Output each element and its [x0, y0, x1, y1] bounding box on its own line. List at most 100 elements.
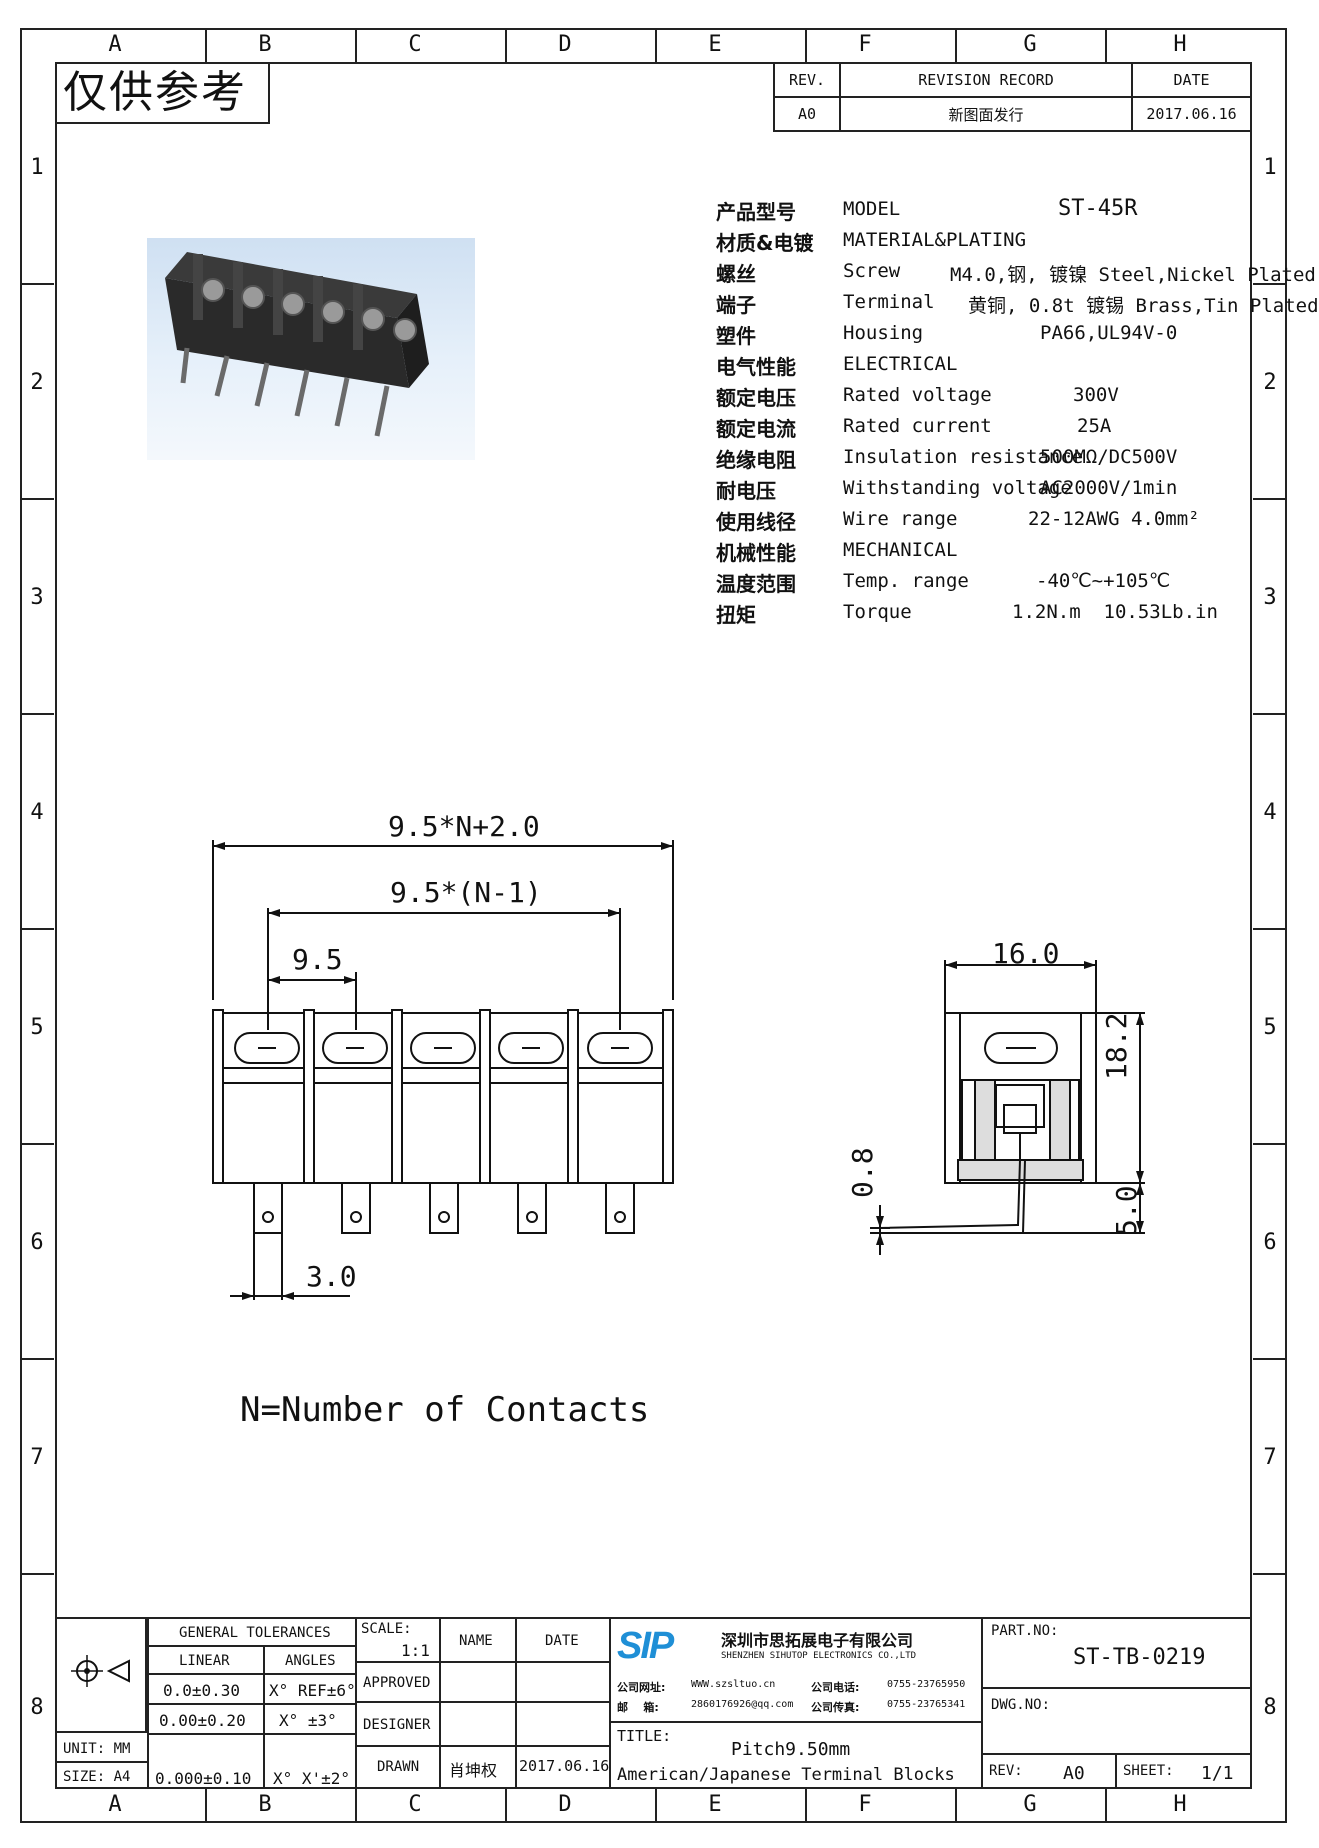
scale-value: 1:1	[401, 1641, 430, 1660]
spec-torque-value: 1.2N.m 10.53Lb.in	[1012, 601, 1218, 623]
zone-letter: C	[408, 1792, 422, 1817]
zone-letter: D	[558, 32, 572, 57]
company-name-en: SHENZHEN SIHUTOP ELECTRONICS CO.,LTD	[721, 1651, 917, 1661]
date-header: DATE	[1131, 62, 1252, 98]
spec-rated-current-cn: 额定电流	[716, 417, 796, 441]
spec-rated-current-value: 25A	[1077, 415, 1112, 437]
zone-tick	[1253, 1143, 1287, 1145]
spec-electrical-en: ELECTRICAL	[843, 353, 958, 375]
spec-withstanding-cn: 耐电压	[716, 479, 776, 503]
phone-value: 0755-23765950	[887, 1679, 966, 1690]
spec-withstanding-en: Withstanding voltage	[843, 477, 1072, 499]
approved-label: APPROVED	[363, 1675, 431, 1691]
tol-angle-3: X° X'±2°	[273, 1769, 351, 1788]
dim-height: 18.2	[1100, 1012, 1133, 1080]
drawn-name: 肖坤权	[449, 1761, 498, 1780]
zone-number: 8	[1263, 1695, 1277, 1720]
part-no-label: PART.NO:	[991, 1623, 1059, 1639]
drawn-name-cell: 肖坤权	[439, 1745, 517, 1789]
zone-tick	[955, 1789, 957, 1823]
dim-pin-thickness: 0.8	[846, 1147, 879, 1198]
zone-tick	[505, 1789, 507, 1823]
designer-name-cell	[439, 1701, 517, 1747]
zone-tick	[1253, 1358, 1287, 1360]
spec-terminal-value: 黄铜, 0.8t 镀锡 Brass,Tin Plated	[968, 295, 1319, 317]
email-value: 2860176926@qq.com	[691, 1699, 794, 1710]
scale-label: SCALE:	[361, 1621, 412, 1637]
zone-tick	[205, 1789, 207, 1823]
name-label: NAME	[459, 1633, 493, 1649]
projection-cell	[55, 1617, 147, 1733]
tol-linear-3: 0.000±0.10	[155, 1769, 252, 1788]
tol-linear-cell: 0.000±0.10	[147, 1733, 265, 1789]
size-label: SIZE: A4	[63, 1769, 131, 1785]
zone-tick	[1253, 1573, 1287, 1575]
tol-angle-1: X° REF±6°	[269, 1681, 356, 1700]
part-no-cell: PART.NO: ST-TB-0219	[981, 1617, 1252, 1689]
terminal-block-photo-svg	[165, 252, 429, 437]
phone-label: 公司电话:	[811, 1681, 860, 1694]
drawn-date-cell: 2017.06.16	[515, 1745, 611, 1789]
zone-letter: G	[1023, 32, 1037, 57]
rev-cell: REV: A0	[981, 1753, 1117, 1789]
spec-screw-cn: 螺丝	[716, 262, 756, 286]
spec-mechanical-cn: 机械性能	[716, 541, 796, 565]
general-tolerances-label: GENERAL TOLERANCES	[179, 1625, 331, 1641]
spec-torque-en: Torque	[843, 601, 912, 623]
tol-angle-cell: X° X'±2°	[263, 1733, 357, 1789]
spec-temp-value: -40℃~+105℃	[1036, 570, 1171, 592]
tol-linear-2: 0.00±0.20	[159, 1711, 246, 1730]
spec-mechanical-en: MECHANICAL	[843, 539, 958, 561]
spec-terminal-en: Terminal	[843, 291, 935, 313]
fax-value: 0755-23765341	[887, 1699, 966, 1710]
zone-number: 6	[1263, 1230, 1277, 1255]
title-line-1: Pitch9.50mm	[731, 1739, 851, 1760]
part-no-value: ST-TB-0219	[1073, 1645, 1206, 1670]
linear-header-cell: LINEAR	[147, 1645, 265, 1675]
zone-tick	[1105, 1789, 1107, 1823]
zone-letter: E	[708, 32, 722, 57]
zone-tick	[20, 283, 54, 285]
zone-tick	[20, 928, 54, 930]
zone-letter: A	[108, 1792, 122, 1817]
spec-electrical-cn: 电气性能	[716, 355, 796, 379]
unit-cell: UNIT: MM	[55, 1731, 149, 1763]
title-label: TITLE:	[617, 1727, 672, 1745]
zone-tick	[355, 28, 357, 62]
spec-screw-en: Screw	[843, 260, 901, 282]
zone-number: 7	[1263, 1445, 1277, 1470]
product-photo	[147, 238, 475, 460]
zone-number: 1	[30, 155, 44, 180]
approved-date-cell	[515, 1661, 611, 1703]
zone-number: 8	[30, 1695, 44, 1720]
website-label: 公司网址:	[617, 1681, 666, 1694]
dim-pin-width: 3.0	[306, 1260, 357, 1293]
website-value: WWW.szsltuo.cn	[691, 1679, 776, 1690]
zone-number: 6	[30, 1230, 44, 1255]
sheet-cell: SHEET: 1/1	[1115, 1753, 1252, 1789]
unit-label: UNIT: MM	[63, 1741, 131, 1757]
approved-cell: APPROVED	[355, 1661, 441, 1703]
company-name-cn: 深圳市思拓展电子有限公司	[721, 1631, 914, 1650]
tol-linear-cell: 0.0±0.30	[147, 1673, 265, 1705]
approved-name-cell	[439, 1661, 517, 1703]
spec-temp-cn: 温度范围	[716, 572, 796, 596]
designer-cell: DESIGNER	[355, 1701, 441, 1747]
zone-letter: H	[1173, 32, 1187, 57]
spec-material-en: MATERIAL&PLATING	[843, 229, 1027, 251]
zone-tick	[955, 28, 957, 62]
spec-screw-value: M4.0,钢, 镀镍 Steel,Nickel Plated	[950, 264, 1316, 286]
zone-number: 4	[1263, 800, 1277, 825]
zone-number: 4	[30, 800, 44, 825]
contacts-note: N=Number of Contacts	[240, 1390, 650, 1430]
name-cell: NAME	[439, 1617, 517, 1663]
size-cell: SIZE: A4	[55, 1761, 149, 1789]
zone-tick	[205, 28, 207, 62]
zone-number: 7	[30, 1445, 44, 1470]
dwg-no-cell: DWG.NO:	[981, 1687, 1252, 1755]
zone-number: 3	[30, 585, 44, 610]
zone-letter: H	[1173, 1792, 1187, 1817]
spec-torque-cn: 扭矩	[716, 603, 756, 627]
spec-rated-current-en: Rated current	[843, 415, 992, 437]
dwg-no-label: DWG.NO:	[991, 1697, 1051, 1713]
